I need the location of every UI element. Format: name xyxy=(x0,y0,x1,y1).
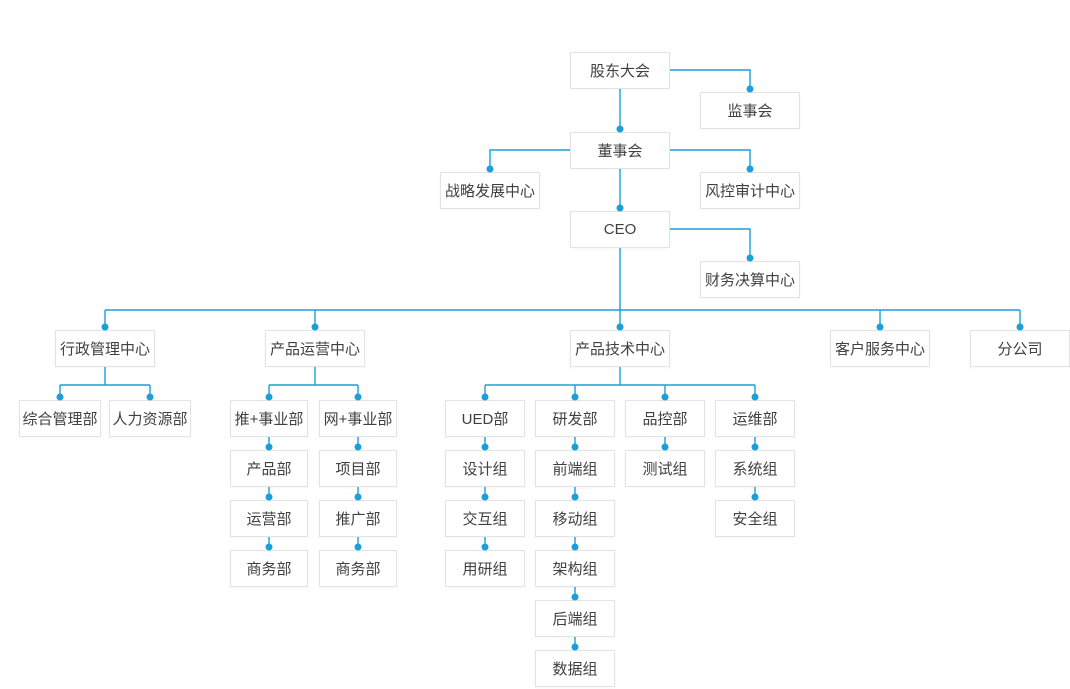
org-node-fengongsi: 分公司 xyxy=(970,330,1070,367)
org-node-caiwu: 财务决算中心 xyxy=(700,261,800,298)
org-node-chanpinbu: 产品部 xyxy=(230,450,308,487)
org-node-jiagouzu: 架构组 xyxy=(535,550,615,587)
org-node-chanpinyunying: 产品运营中心 xyxy=(265,330,365,367)
org-node-jianshihui: 监事会 xyxy=(700,92,800,129)
org-node-fengkong: 风控审计中心 xyxy=(700,172,800,209)
org-node-xitongzu: 系统组 xyxy=(715,450,795,487)
connector-line xyxy=(670,228,751,258)
org-node-yunweibu: 运维部 xyxy=(715,400,795,437)
org-node-shangwubu-2: 商务部 xyxy=(319,550,397,587)
org-node-xiangmubu: 项目部 xyxy=(319,450,397,487)
org-node-dongshihui: 董事会 xyxy=(570,132,670,169)
org-node-jiaohuzu: 交互组 xyxy=(445,500,525,537)
org-node-yidongzu: 移动组 xyxy=(535,500,615,537)
org-node-qianduanzu: 前端组 xyxy=(535,450,615,487)
org-node-anquanzu: 安全组 xyxy=(715,500,795,537)
org-node-zhanlve: 战略发展中心 xyxy=(440,172,540,209)
org-node-shejizu: 设计组 xyxy=(445,450,525,487)
org-node-kehufuwu: 客户服务中心 xyxy=(830,330,930,367)
connector-line xyxy=(489,149,570,169)
org-node-ceo: CEO xyxy=(570,211,670,248)
org-node-shangwubu-1: 商务部 xyxy=(230,550,308,587)
org-node-yongyanzu: 用研组 xyxy=(445,550,525,587)
org-node-zonghe: 综合管理部 xyxy=(19,400,101,437)
org-node-ued: UED部 xyxy=(445,400,525,437)
org-node-yanfabu: 研发部 xyxy=(535,400,615,437)
org-node-ceshizu: 测试组 xyxy=(625,450,705,487)
connector-line xyxy=(670,69,751,89)
org-node-tuishiye: 推+事业部 xyxy=(230,400,308,437)
org-node-chanpinjishu: 产品技术中心 xyxy=(570,330,670,367)
org-node-gudong: 股东大会 xyxy=(570,52,670,89)
org-node-tuiguangbu: 推广部 xyxy=(319,500,397,537)
org-node-pinkongbu: 品控部 xyxy=(625,400,705,437)
org-node-yunyingbu: 运营部 xyxy=(230,500,308,537)
org-node-xingzheng: 行政管理中心 xyxy=(55,330,155,367)
org-node-houduanzu: 后端组 xyxy=(535,600,615,637)
org-node-wangshiye: 网+事业部 xyxy=(319,400,397,437)
org-node-shujuzu: 数据组 xyxy=(535,650,615,687)
connector-line xyxy=(670,149,751,169)
org-node-renli: 人力资源部 xyxy=(109,400,191,437)
